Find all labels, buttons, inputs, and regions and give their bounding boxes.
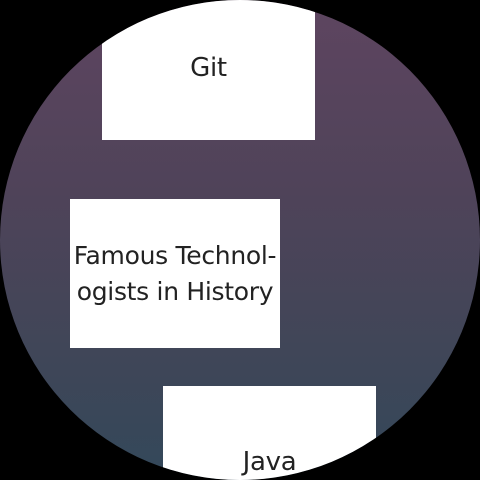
topic-card-git[interactable]: Git — [102, 0, 315, 140]
card-label: Java — [242, 447, 297, 477]
topic-card-java[interactable]: Java — [163, 386, 376, 480]
topic-card-famous-technologists[interactable]: Famous Technol- ogists in History — [70, 199, 280, 348]
card-label: Git — [190, 53, 227, 83]
card-label: Famous Technol- ogists in History — [73, 240, 277, 306]
